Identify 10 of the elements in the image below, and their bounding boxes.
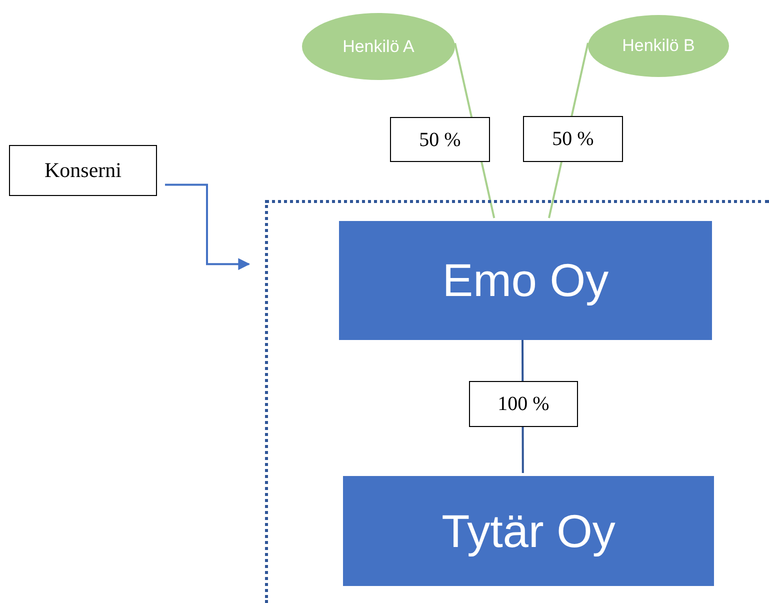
edge-label: 50 %	[390, 117, 490, 162]
arrow	[165, 184, 250, 270]
edge-label: 100 %	[469, 381, 578, 427]
person-ellipse: Henkilö B	[588, 15, 729, 77]
label-box: Konserni	[9, 145, 157, 196]
group-boundary	[265, 200, 769, 603]
edge-label: 50 %	[523, 116, 623, 162]
company-box: Emo Oy	[339, 221, 712, 340]
company-box: Tytär Oy	[343, 476, 714, 586]
person-ellipse: Henkilö A	[302, 13, 455, 80]
